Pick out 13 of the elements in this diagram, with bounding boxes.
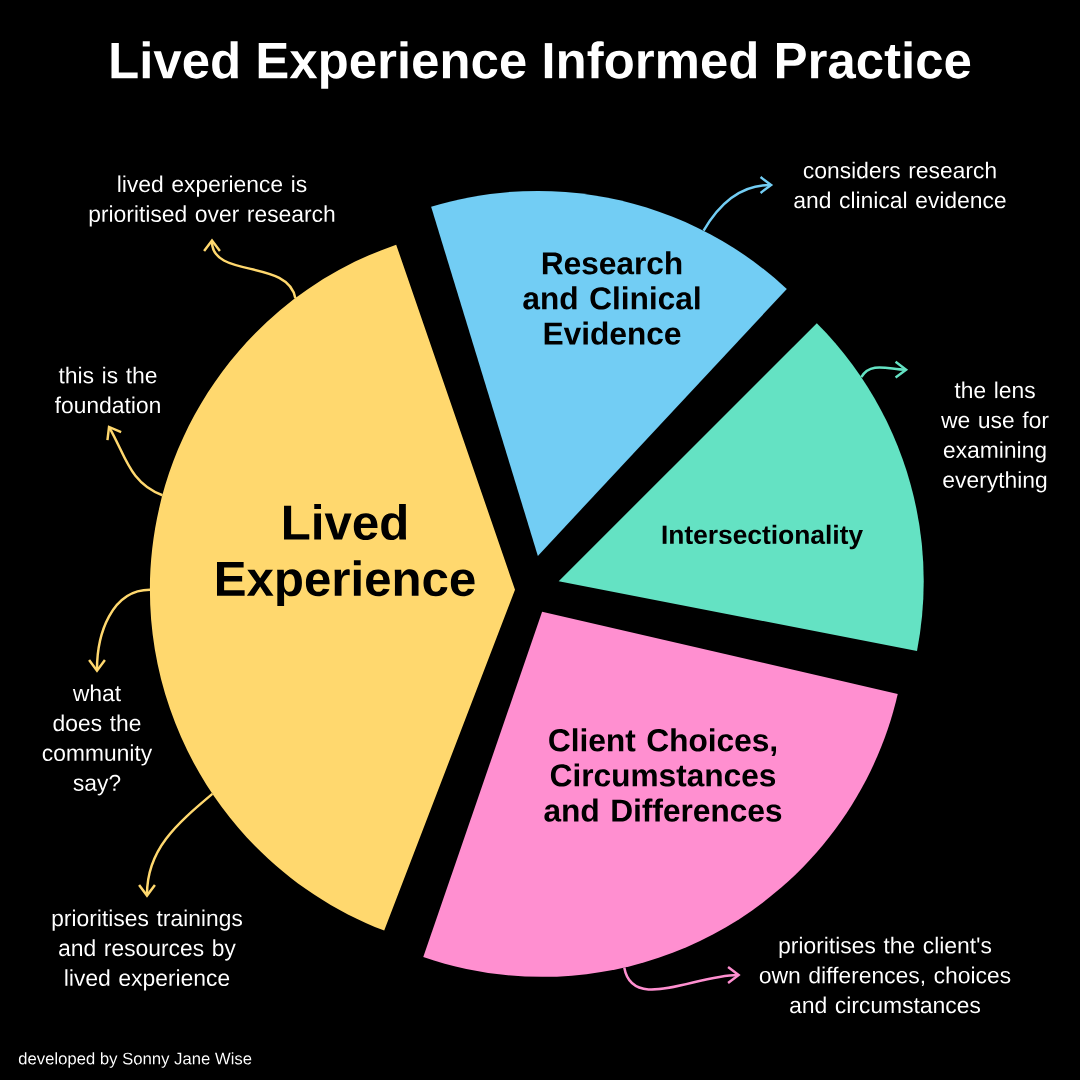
arrow (860, 360, 909, 379)
annotation-text: the lens we use for examining everything (941, 381, 1049, 493)
title: Lived Experience Informed Practice (111, 41, 971, 89)
arrow (702, 176, 774, 232)
annotation-text: what does the community say? (42, 684, 153, 796)
annotation-text: lived experience is prioritised over research (89, 175, 335, 227)
annotation-text: considers research and clinical evidence (794, 161, 1006, 209)
arrow (138, 792, 214, 898)
arrow (623, 966, 741, 991)
arrow (88, 588, 151, 673)
arrow (203, 238, 297, 299)
credit-text: developed by Sonny Jane Wise (18, 1052, 252, 1068)
arrow (106, 425, 163, 497)
